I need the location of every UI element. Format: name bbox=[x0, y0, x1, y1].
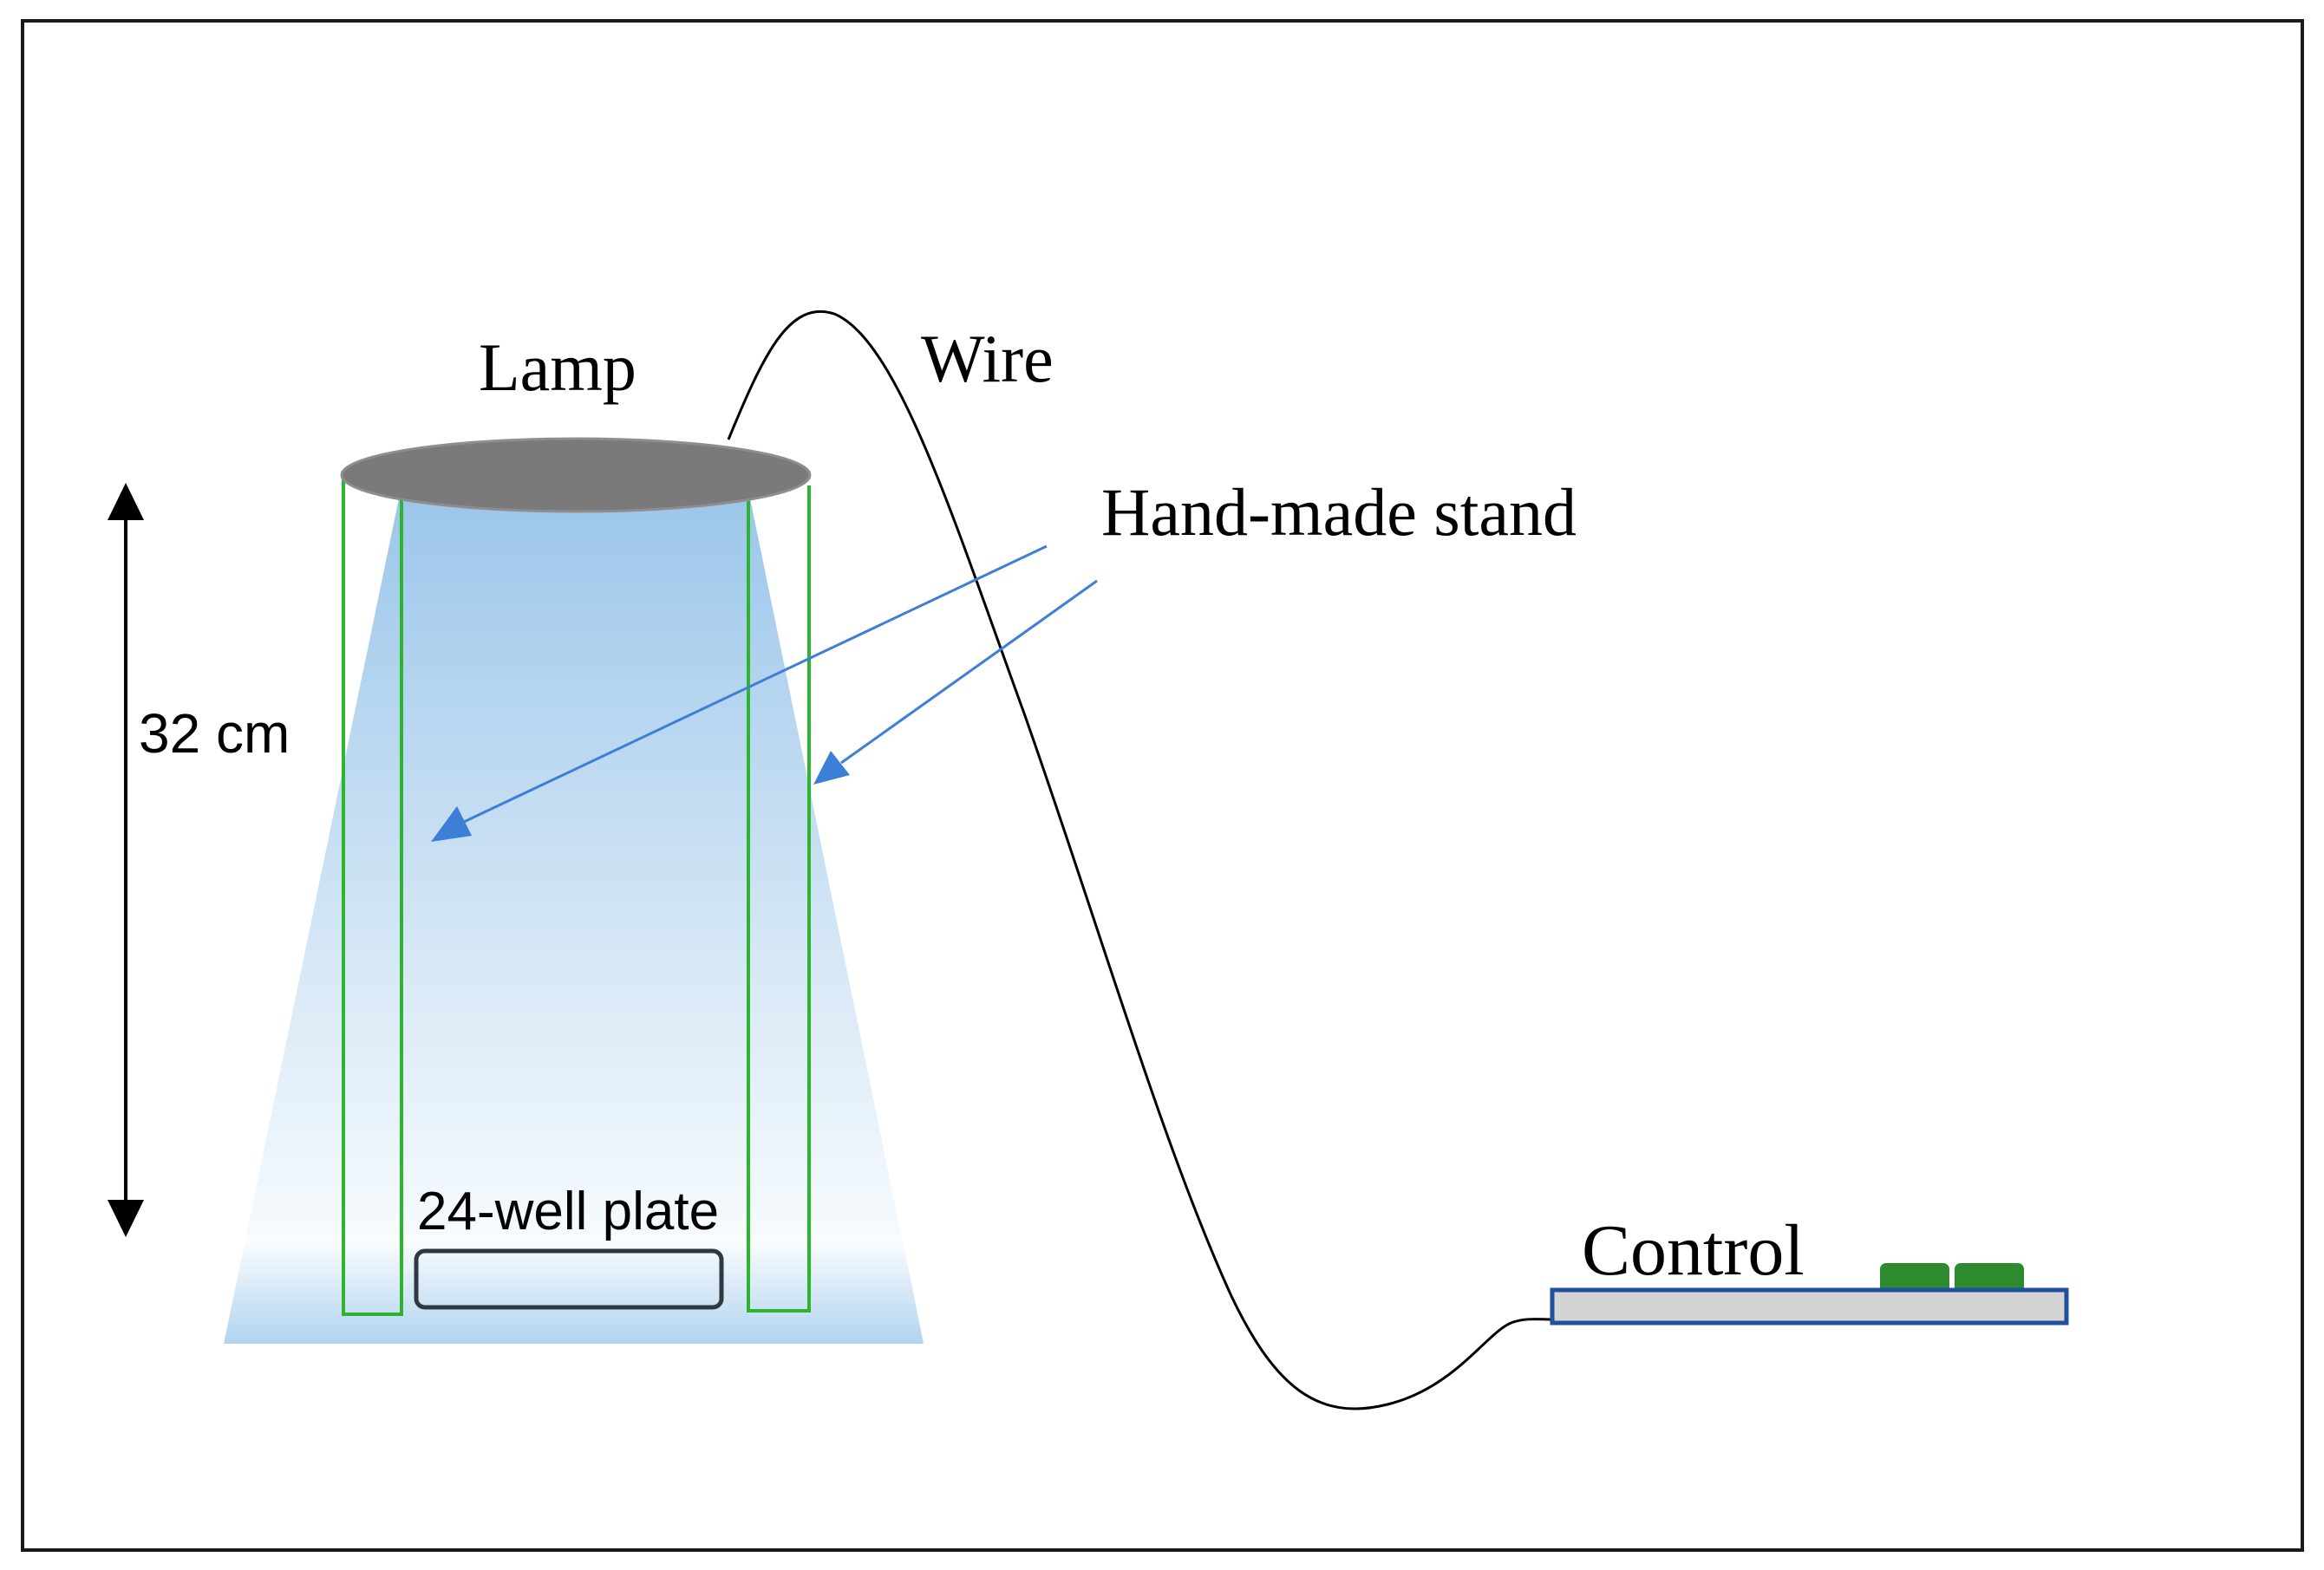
pointer-arrow-inner bbox=[463, 544, 1048, 824]
stand-right-leg bbox=[747, 479, 811, 1313]
double-arrow-icon bbox=[108, 483, 144, 1237]
arrow-pointer-icon bbox=[431, 544, 1098, 842]
control-label: Control bbox=[1582, 1210, 1805, 1291]
control-button-icon bbox=[1955, 1263, 2024, 1294]
control-unit bbox=[1550, 1263, 2069, 1326]
wire-cable bbox=[727, 309, 1553, 1410]
pointer-arrow-outer bbox=[840, 579, 1098, 765]
stand-left-leg bbox=[342, 479, 403, 1316]
control-button-icon bbox=[1880, 1263, 1949, 1294]
height-label: 32 cm bbox=[139, 702, 290, 765]
stand-label: Hand-made stand bbox=[1101, 474, 1577, 550]
plate-label: 24-well plate bbox=[417, 1182, 719, 1241]
control-body bbox=[1550, 1287, 2069, 1326]
lamp-label: Lamp bbox=[479, 329, 636, 405]
wire-label: Wire bbox=[921, 321, 1054, 396]
hand-made-stand bbox=[342, 479, 811, 1316]
well-plate bbox=[414, 1248, 724, 1310]
lamp-disk-icon bbox=[340, 437, 812, 513]
